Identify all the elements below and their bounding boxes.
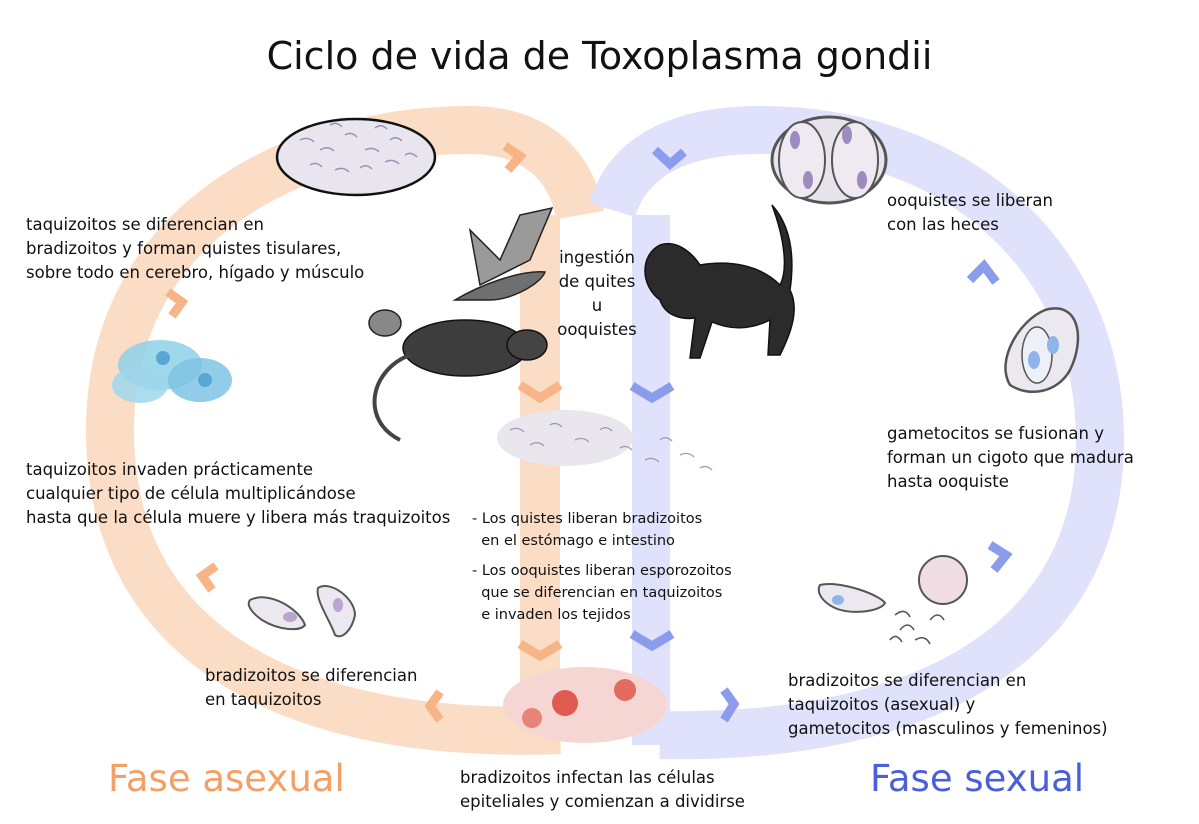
asexual-chevron (195, 562, 219, 593)
sexual-direction-chevrons (629, 146, 1013, 723)
asexual-chevron (517, 640, 563, 662)
bradyzoites-to-tachyzoites-label: bradizoitos se diferencian en taquizoito… (205, 666, 418, 709)
sporozoite-nucleus (857, 171, 867, 189)
infected-epithelial-nucleus (552, 690, 578, 716)
bradyzoites-sexual-label: bradizoitos se diferencian en taquizoito… (788, 671, 1108, 738)
released-cyst-illustration (497, 410, 633, 466)
cysts-release-label: - Los quistes liberan bradizoitos en el … (472, 511, 703, 549)
sporozoite-nucleus (803, 171, 813, 189)
released-bradyzoites (509, 422, 713, 471)
sporozoite-nucleus (790, 131, 800, 149)
asexual-chevron (165, 288, 189, 319)
sexual-chevron (720, 687, 740, 723)
microgametes (889, 610, 945, 645)
tachyzoite-illustration (247, 596, 307, 631)
infected-epithelial-nucleus (522, 708, 542, 728)
mouse-intermediate-host (368, 309, 548, 442)
tachyzoite-nucleus (333, 598, 343, 612)
sexual-chevron (966, 259, 1000, 285)
bird-intermediate-host (452, 206, 554, 301)
asexual-direction-chevrons (165, 142, 563, 723)
sexual-chevron (651, 146, 687, 171)
bradyzoites-in-cyst (299, 122, 418, 173)
sexual-cycle-band (589, 105, 1125, 760)
gametocytes-fuse-label: gametocitos se fusionan y forman un cigo… (887, 424, 1134, 491)
tachyzoite-nucleus (832, 595, 844, 605)
cat-definitive-host (644, 204, 795, 359)
ingestion-label: ingestión de quites u ooquistes (557, 248, 637, 339)
sexual-chevron (987, 541, 1013, 573)
sexual-phase-label: Fase sexual (870, 757, 1084, 800)
infected-cell-illustration (112, 367, 168, 403)
asexual-chevron (502, 142, 527, 173)
sexual-chevron (629, 630, 675, 652)
zygote-nucleus (1028, 351, 1040, 369)
asexual-chevron (424, 689, 444, 723)
diagram-title: Ciclo de vida de Toxoplasma gondii (266, 34, 933, 78)
sporozoite-nucleus (842, 126, 852, 144)
epithelial-cells-illustration (503, 667, 667, 743)
oocysts-release-label: - Los ooquistes liberan esporozoitos que… (472, 563, 732, 623)
macrogametocyte-illustration (918, 555, 968, 605)
infect-epithelial-label: bradizoitos infectan las células epiteli… (460, 768, 745, 811)
tachyzoite-nucleus (283, 612, 297, 622)
tachyzoite-illustration (817, 583, 887, 613)
tissue-cysts-label: taquizoitos se diferencian en bradizoito… (26, 215, 365, 282)
asexual-chevron (517, 381, 563, 404)
sexual-chevron (629, 382, 675, 404)
infected-epithelial-nucleus (614, 679, 636, 701)
cell-nucleus (156, 351, 170, 365)
cell-nucleus (198, 373, 212, 387)
tissue-cyst-illustration (275, 117, 437, 197)
sporocyst-left (778, 121, 826, 199)
sporocyst-right (831, 121, 879, 199)
asexual-cycle-band (85, 105, 604, 755)
asexual-phase-label: Fase asexual (108, 757, 345, 800)
oocysts-feces-label: ooquistes se liberan con las heces (887, 191, 1053, 234)
tachyzoites-invade-label: taquizoitos invaden prácticamente cualqu… (26, 460, 451, 527)
zygote-nucleus (1047, 336, 1059, 354)
